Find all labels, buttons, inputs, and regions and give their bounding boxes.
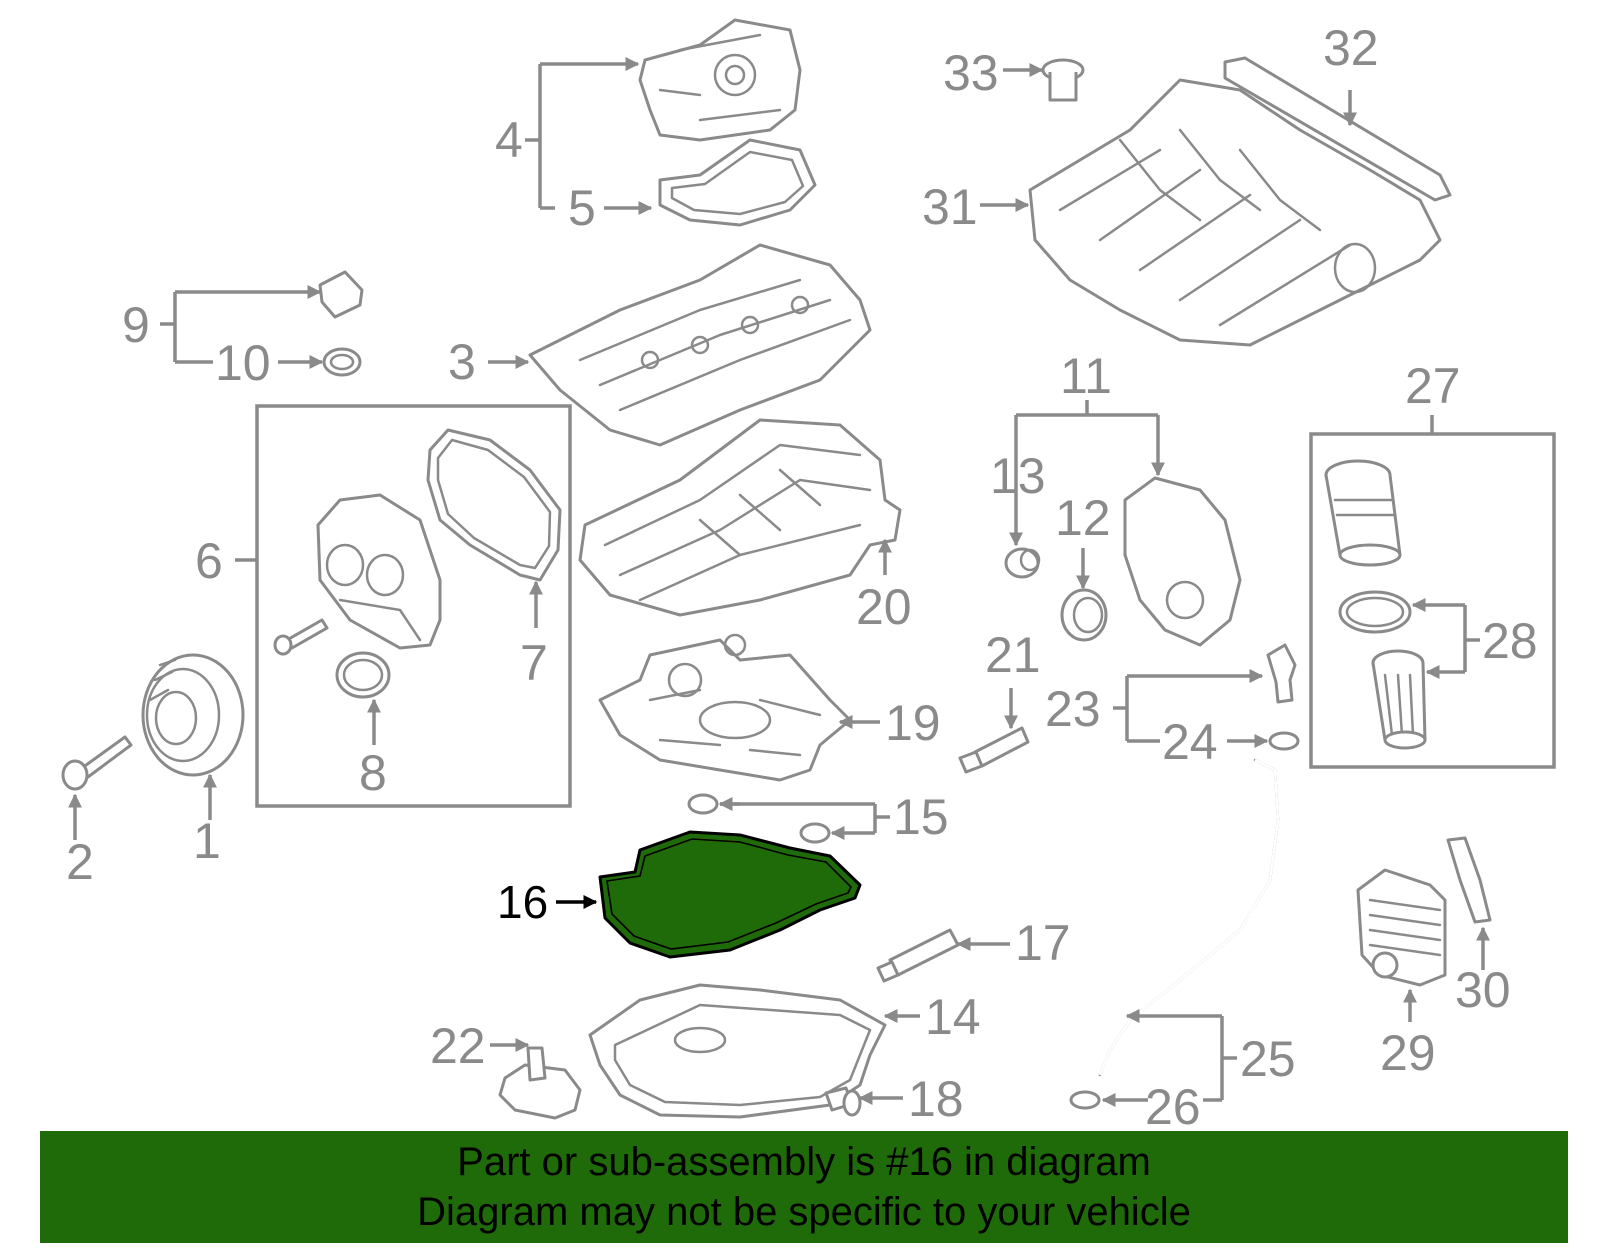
- part-19-baffle: [598, 633, 852, 782]
- part-15-washer-a: [687, 793, 719, 815]
- part-33-plug: [1041, 58, 1085, 102]
- part-12-seal: [1060, 588, 1108, 642]
- part-8-seal: [335, 651, 391, 699]
- callout-6: 6: [195, 533, 223, 589]
- callout-12: 12: [1055, 490, 1111, 546]
- callout-27: 27: [1405, 358, 1461, 414]
- part-14-lower-pan: [588, 983, 887, 1119]
- callout-17: 17: [1015, 915, 1071, 971]
- part-3-valve-cover: [528, 243, 872, 447]
- callout-11: 11: [1060, 348, 1112, 404]
- part-27-oil-filter: [1324, 459, 1402, 567]
- callout-31: 31: [922, 179, 978, 235]
- callout-8: 8: [359, 745, 387, 801]
- part-15-washer-b: [799, 822, 831, 844]
- callout-9: 9: [122, 297, 150, 353]
- callout-14: 14: [925, 989, 981, 1045]
- callout-33: 33: [943, 45, 999, 101]
- part-28-oring: [1338, 590, 1412, 634]
- callout-21: 21: [985, 627, 1041, 683]
- callout-28: 28: [1482, 613, 1538, 669]
- callout-32: 32: [1323, 20, 1379, 76]
- banner-line-1: Part or sub-assembly is #16 in diagram: [457, 1140, 1151, 1184]
- part-32-gasket: [1223, 56, 1452, 202]
- callout-4: 4: [495, 112, 523, 168]
- banner-line-2: Diagram may not be specific to your vehi…: [417, 1190, 1191, 1234]
- callout-29: 29: [1380, 1025, 1436, 1081]
- part-25-dipstick-tube: [1098, 758, 1280, 1077]
- callout-7: 7: [520, 635, 548, 691]
- part-9-oil-cap: [318, 270, 364, 319]
- part-24-oring: [1268, 731, 1300, 751]
- part-4-housing: [638, 18, 802, 142]
- part-6-bolt: [273, 618, 329, 656]
- part-23-dipstick-guide: [1266, 643, 1297, 704]
- callout-13: 13: [990, 448, 1046, 504]
- callout-5: 5: [568, 180, 596, 236]
- part-10-seal: [322, 347, 362, 377]
- callout-15: 15: [893, 789, 949, 845]
- callout-1: 1: [193, 813, 221, 869]
- callout-22: 22: [430, 1018, 486, 1074]
- part-17-sealant: [876, 928, 960, 983]
- part-28-filter-element: [1371, 649, 1427, 750]
- part-22-sensor: [498, 1046, 582, 1120]
- part-18-drain-plug: [824, 1086, 862, 1117]
- part-31-intake-manifold: [1028, 78, 1442, 347]
- callout-18: 18: [908, 1071, 964, 1127]
- callout-26: 26: [1145, 1079, 1201, 1135]
- part-29-oil-cooler: [1356, 868, 1447, 987]
- callout-10: 10: [215, 335, 271, 391]
- group-box-6: [255, 404, 572, 808]
- callout-labels: 1 2 3 4 5 6 7 8 9 10 11 12 13 14 15 16 1…: [66, 20, 1538, 1135]
- callout-20: 20: [856, 579, 912, 635]
- callout-23: 23: [1045, 681, 1101, 737]
- part-7-gasket: [426, 428, 562, 582]
- part-30-gasket: [1446, 836, 1492, 924]
- part-16-oil-pan-gasket: [598, 830, 862, 959]
- part-13-plug: [1004, 547, 1041, 579]
- part-21-sealant: [958, 726, 1030, 774]
- part-5-gasket: [658, 138, 817, 227]
- callout-19: 19: [885, 695, 941, 751]
- part-1-pulley: [141, 653, 245, 777]
- part-26-oring: [1069, 1090, 1101, 1110]
- leader-lines: [68, 57, 1490, 1107]
- part-6-timing-cover: [316, 493, 442, 650]
- callout-2: 2: [66, 834, 94, 890]
- callout-16: 16: [497, 876, 548, 928]
- callout-25: 25: [1240, 1031, 1296, 1087]
- part-20-upper-pan: [578, 418, 902, 617]
- callout-24: 24: [1162, 714, 1218, 770]
- callout-30: 30: [1455, 962, 1511, 1018]
- part-2-bolt: [61, 735, 133, 791]
- part-11-cover: [1123, 476, 1242, 647]
- callout-3: 3: [448, 334, 476, 390]
- info-banner: Part or sub-assembly is #16 in diagram D…: [40, 1131, 1568, 1243]
